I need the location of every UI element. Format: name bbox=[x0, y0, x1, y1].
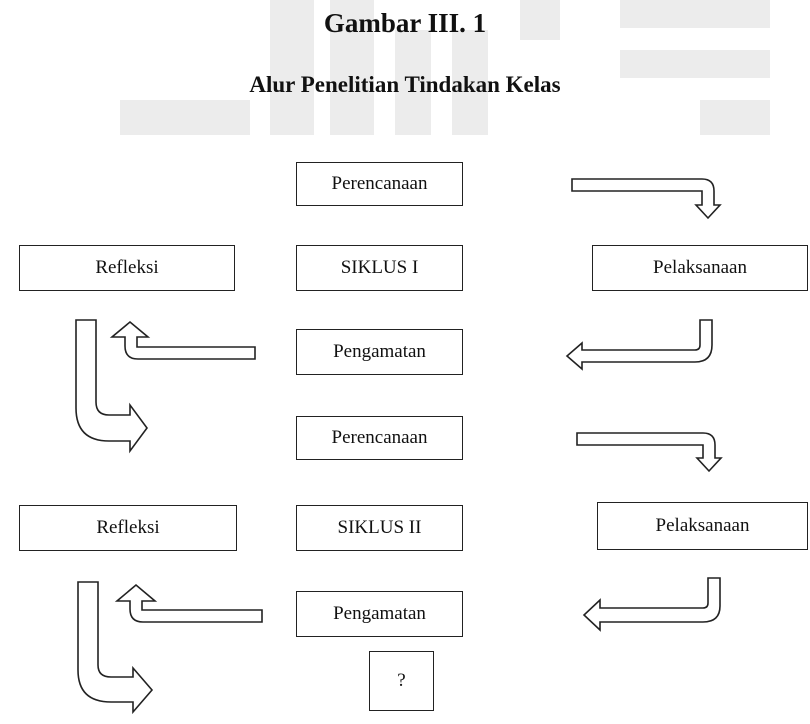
reflection-box-cycle-1: Refleksi bbox=[19, 245, 235, 291]
arrow-observation-to-reflection-2 bbox=[114, 583, 263, 623]
observation-box-cycle-2: Pengamatan bbox=[296, 591, 463, 637]
reflection-box-cycle-2: Refleksi bbox=[19, 505, 237, 551]
arrow-planning-to-implementation-2 bbox=[576, 432, 723, 473]
figure-title: Gambar III. 1 bbox=[323, 8, 487, 38]
cycle-label-box-1: SIKLUS I bbox=[296, 245, 463, 291]
arrow-planning-to-implementation-1 bbox=[571, 178, 722, 220]
cycle-label-box-2: SIKLUS II bbox=[296, 505, 463, 551]
figure-subtitle: Alur Penelitian Tindakan Kelas bbox=[249, 72, 561, 97]
next-cycle-box: ? bbox=[369, 651, 434, 711]
observation-box-cycle-1: Pengamatan bbox=[296, 329, 463, 375]
arrow-implementation-to-observation-2 bbox=[582, 577, 721, 632]
planning-box-cycle-2: Perencanaan bbox=[296, 416, 463, 460]
arrow-reflection-to-next-planning-1 bbox=[75, 319, 148, 454]
arrow-implementation-to-observation-1 bbox=[565, 319, 713, 371]
arrow-observation-to-reflection-1 bbox=[109, 320, 256, 360]
implementation-box-cycle-2: Pelaksanaan bbox=[597, 502, 808, 550]
planning-box-cycle-1: Perencanaan bbox=[296, 162, 463, 206]
implementation-box-cycle-1: Pelaksanaan bbox=[592, 245, 808, 291]
arrow-reflection-to-next-2 bbox=[77, 581, 154, 715]
